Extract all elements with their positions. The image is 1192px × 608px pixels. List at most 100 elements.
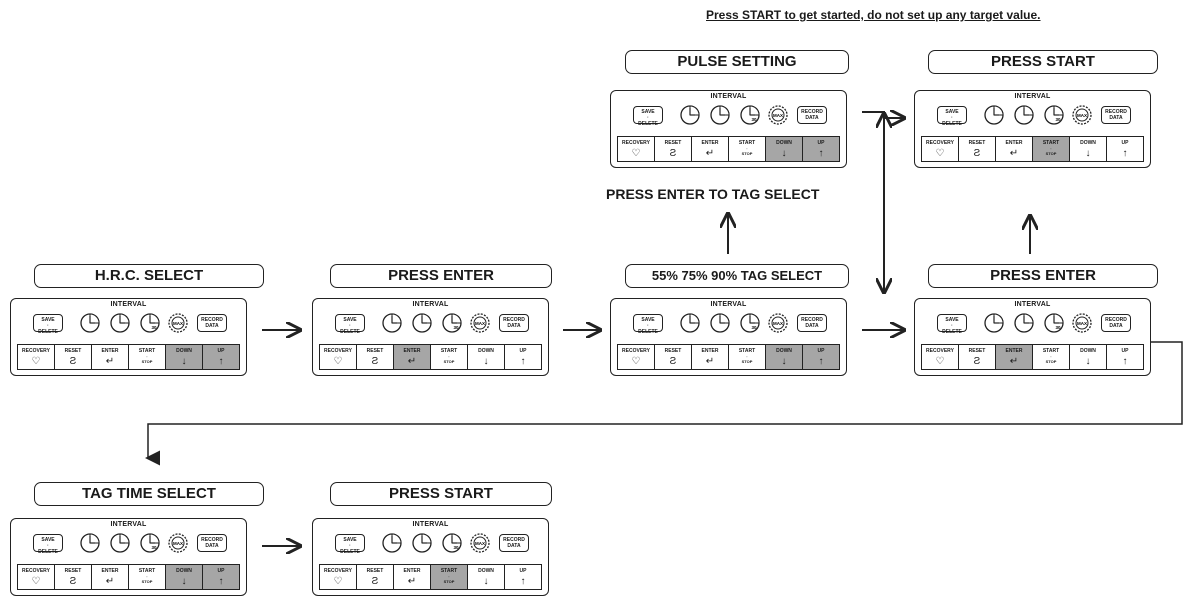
interval-dial-icon: [109, 532, 131, 554]
up-button[interactable]: UP↑: [803, 345, 839, 369]
down-button[interactable]: DOWN↓: [468, 345, 505, 369]
interval-dial-icon: 30: [1043, 104, 1065, 126]
enter-button[interactable]: ENTER↵: [692, 137, 729, 161]
save-delete-button[interactable]: SAVE·DELETE: [937, 106, 967, 127]
recovery-button[interactable]: RECOVERY♡: [320, 345, 357, 369]
enter-button[interactable]: ENTER↵: [92, 565, 129, 589]
up-button[interactable]: UP↑: [203, 345, 239, 369]
start-button[interactable]: START·STOP: [431, 565, 468, 589]
step-title-enter-2: PRESS ENTER: [928, 264, 1158, 288]
interval-dial-icon: [679, 312, 701, 334]
step-title-enter-1: PRESS ENTER: [330, 264, 552, 288]
max-dial-icon: MAX: [1071, 104, 1093, 126]
up-button[interactable]: UP↑: [203, 565, 239, 589]
enter-button[interactable]: ENTER↵: [394, 345, 431, 369]
down-button[interactable]: DOWN↓: [1070, 137, 1107, 161]
start-button[interactable]: START·STOP: [1033, 345, 1070, 369]
up-button[interactable]: UP↑: [519, 568, 527, 587]
start-button[interactable]: START·STOP: [729, 137, 766, 161]
interval-dial-icon: 30: [139, 312, 161, 334]
interval-dial-icon: [679, 104, 701, 126]
start-button[interactable]: START·STOP: [1033, 137, 1070, 161]
down-button[interactable]: DOWN↓: [1070, 345, 1107, 369]
recovery-button[interactable]: RECOVERY♡: [618, 137, 655, 161]
recovery-button[interactable]: RECOVERY♡: [618, 345, 655, 369]
svg-text:30: 30: [751, 117, 757, 122]
enter-button[interactable]: ENTER↵: [996, 345, 1033, 369]
interval-dial-icon: [381, 532, 403, 554]
interval-dial-icon: 30: [441, 532, 463, 554]
enter-button[interactable]: ENTER↵: [92, 345, 129, 369]
save-delete-button[interactable]: SAVE·DELETE: [335, 314, 365, 335]
svg-text:MAX: MAX: [475, 541, 485, 546]
recovery-button[interactable]: RECOVERY♡: [922, 137, 959, 161]
interval-label: INTERVAL: [412, 301, 449, 308]
save-delete-button[interactable]: SAVE·DELETE: [633, 314, 663, 335]
interval-dial-icon: [79, 532, 101, 554]
max-dial-icon: MAX: [767, 104, 789, 126]
recovery-button[interactable]: RECOVERY♡: [320, 565, 357, 589]
interval-dial-icon: 30: [441, 312, 463, 334]
enter-button[interactable]: ENTER↵: [692, 345, 729, 369]
down-button[interactable]: DOWN↓: [166, 345, 203, 369]
up-button[interactable]: UP↑: [1121, 348, 1129, 367]
recovery-button[interactable]: RECOVERY♡: [18, 565, 55, 589]
interval-dial-icon: [1013, 312, 1035, 334]
up-button[interactable]: UP↑: [519, 348, 527, 367]
down-button[interactable]: DOWN↓: [766, 345, 803, 369]
save-delete-button[interactable]: SAVE·DELETE: [33, 534, 63, 555]
save-delete-button[interactable]: SAVE·DELETE: [633, 106, 663, 127]
recovery-button[interactable]: RECOVERY♡: [18, 345, 55, 369]
down-button[interactable]: DOWN↓: [468, 565, 505, 589]
interval-dial-icon: [709, 312, 731, 334]
save-delete-button[interactable]: SAVE·DELETE: [33, 314, 63, 335]
interval-label: INTERVAL: [1014, 93, 1051, 100]
start-button[interactable]: START·STOP: [729, 345, 766, 369]
start-button[interactable]: START·STOP: [431, 345, 468, 369]
save-delete-button[interactable]: SAVE·DELETE: [937, 314, 967, 335]
down-button[interactable]: DOWN↓: [166, 565, 203, 589]
max-dial-icon: MAX: [167, 312, 189, 334]
recovery-button[interactable]: RECOVERY♡: [922, 345, 959, 369]
interval-dial-icon: 30: [1043, 312, 1065, 334]
enter-button[interactable]: ENTER↵: [996, 137, 1033, 161]
up-button[interactable]: UP↑: [1121, 140, 1129, 159]
start-button[interactable]: START·STOP: [129, 565, 166, 589]
interval-dial-icon: [411, 532, 433, 554]
interval-dial-icon: [709, 104, 731, 126]
up-button[interactable]: UP↑: [803, 137, 839, 161]
save-delete-button[interactable]: SAVE·DELETE: [335, 534, 365, 555]
enter-button[interactable]: ENTER↵: [394, 565, 431, 589]
start-button[interactable]: START·STOP: [129, 345, 166, 369]
svg-text:30: 30: [151, 545, 157, 550]
down-button[interactable]: DOWN↓: [766, 137, 803, 161]
svg-text:MAX: MAX: [773, 113, 783, 118]
svg-text:MAX: MAX: [1077, 113, 1087, 118]
